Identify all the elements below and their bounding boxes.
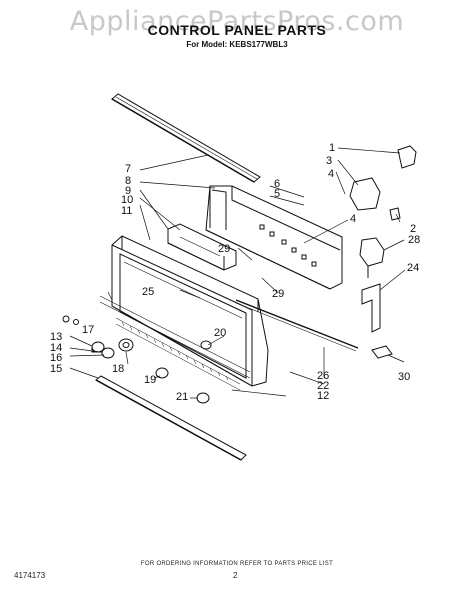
callout-5: 5 [274, 188, 280, 200]
callout-13: 13 [50, 331, 62, 343]
knob-18 [118, 338, 134, 352]
callout-26: 26 [317, 370, 329, 382]
callout-8: 8 [125, 175, 131, 187]
callout-16: 16 [50, 352, 62, 364]
model-line: For Model: KEBS177WBL3 [186, 40, 288, 49]
document-number: 4174173 [14, 571, 46, 580]
rod-bar [235, 299, 359, 352]
callout-25: 25 [142, 286, 154, 298]
callout-7: 7 [125, 163, 131, 175]
knob-16a [101, 347, 115, 359]
bottom-trim-strip [95, 375, 247, 461]
watermark: AppliancePartsPros.com [69, 6, 405, 37]
callout-15: 15 [50, 363, 62, 375]
control-panel-front [99, 235, 269, 387]
callout-9: 9 [125, 185, 131, 197]
component-3 [349, 177, 381, 211]
callout-18: 18 [112, 363, 124, 375]
lens-strip [115, 317, 241, 391]
callout-4b: 4 [350, 213, 356, 225]
callout-20: 20 [214, 327, 226, 339]
top-trim-strip [111, 93, 261, 183]
washer-13 [62, 315, 70, 323]
page-title: CONTROL PANEL PARTS [147, 22, 327, 38]
callout-2: 2 [410, 223, 416, 235]
screw-14 [73, 319, 79, 325]
knob-19 [155, 367, 169, 379]
callout-29a: 29 [218, 243, 230, 255]
callout-22: 22 [317, 380, 329, 392]
switch-28 [359, 237, 385, 278]
leader-lines [69, 147, 406, 399]
component-2 [389, 207, 401, 221]
clip-30 [371, 345, 393, 359]
callout-12: 12 [317, 390, 329, 402]
page-number: 2 [233, 571, 238, 580]
callout-3: 3 [326, 155, 332, 167]
knob-21 [196, 392, 210, 404]
callout-29b: 29 [272, 288, 284, 300]
callout-30: 30 [398, 371, 410, 383]
knob-20 [200, 340, 212, 350]
ordering-note: FOR ORDERING INFORMATION REFER TO PARTS … [140, 561, 334, 567]
callout-14: 14 [50, 342, 62, 354]
callout-19: 19 [144, 374, 156, 386]
display-module [167, 223, 237, 271]
component-1 [397, 145, 417, 169]
callout-21: 21 [176, 391, 188, 403]
callout-10: 10 [121, 194, 133, 206]
callout-28: 28 [408, 234, 420, 246]
bracket-24 [361, 283, 381, 333]
callout-1: 1 [329, 142, 335, 154]
callout-17: 17 [82, 324, 94, 336]
callout-24: 24 [407, 262, 419, 274]
callout-11: 11 [121, 205, 132, 217]
callout-6: 6 [274, 178, 280, 190]
control-bracket [205, 185, 343, 290]
callout-4a: 4 [328, 168, 334, 180]
